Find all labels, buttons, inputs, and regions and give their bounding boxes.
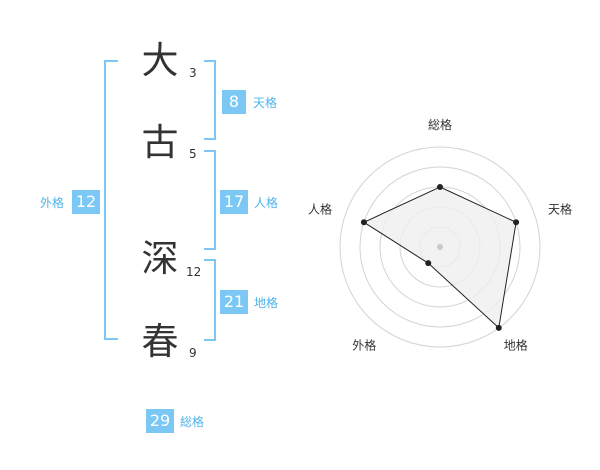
gaikaku-label: 外格 (40, 196, 65, 210)
stroke-count-3: 12 (186, 265, 202, 279)
name-char-2: 古 (141, 121, 179, 164)
radar-ring (339, 146, 541, 348)
chikaku-label: 地格 (254, 296, 279, 310)
radar-axis-label-1: 総格 (428, 117, 452, 132)
gaikaku-score: 12 (72, 190, 100, 214)
jinkaku-score: 17 (220, 190, 248, 214)
stroke-count-2: 5 (189, 147, 197, 161)
radar-point-5 (360, 219, 367, 226)
name-char-3: 深 (141, 237, 179, 280)
jinkaku-label: 人格 (254, 196, 279, 210)
radar-center (437, 244, 443, 250)
chikaku-score: 21 (220, 290, 248, 314)
gaikaku-bracket (104, 60, 118, 340)
radar-axis-label-5: 人格 (308, 201, 332, 216)
tenkaku-score: 8 (222, 90, 246, 114)
radar-point-3 (495, 324, 502, 331)
soukaku-score: 29 (146, 409, 174, 433)
chikaku-bracket (204, 259, 216, 341)
soukaku-label: 総格 (180, 415, 205, 429)
radar-ring (359, 166, 521, 328)
radar-point-4 (425, 260, 432, 267)
radar-axis-label-2: 天格 (548, 201, 572, 216)
radar-point-1 (437, 184, 443, 190)
stroke-count-4: 9 (189, 346, 197, 360)
jinkaku-bracket (204, 150, 216, 250)
radar-point-2 (513, 219, 520, 226)
tenkaku-bracket (204, 60, 216, 140)
name-char-4: 春 (141, 320, 179, 363)
radar-axis-label-4: 外格 (352, 338, 376, 353)
stroke-count-1: 3 (189, 66, 197, 80)
radar-axis-label-3: 地格 (504, 338, 528, 353)
name-char-1: 大 (141, 39, 179, 82)
radar-polygon (362, 186, 517, 329)
tenkaku-label: 天格 (253, 96, 278, 110)
